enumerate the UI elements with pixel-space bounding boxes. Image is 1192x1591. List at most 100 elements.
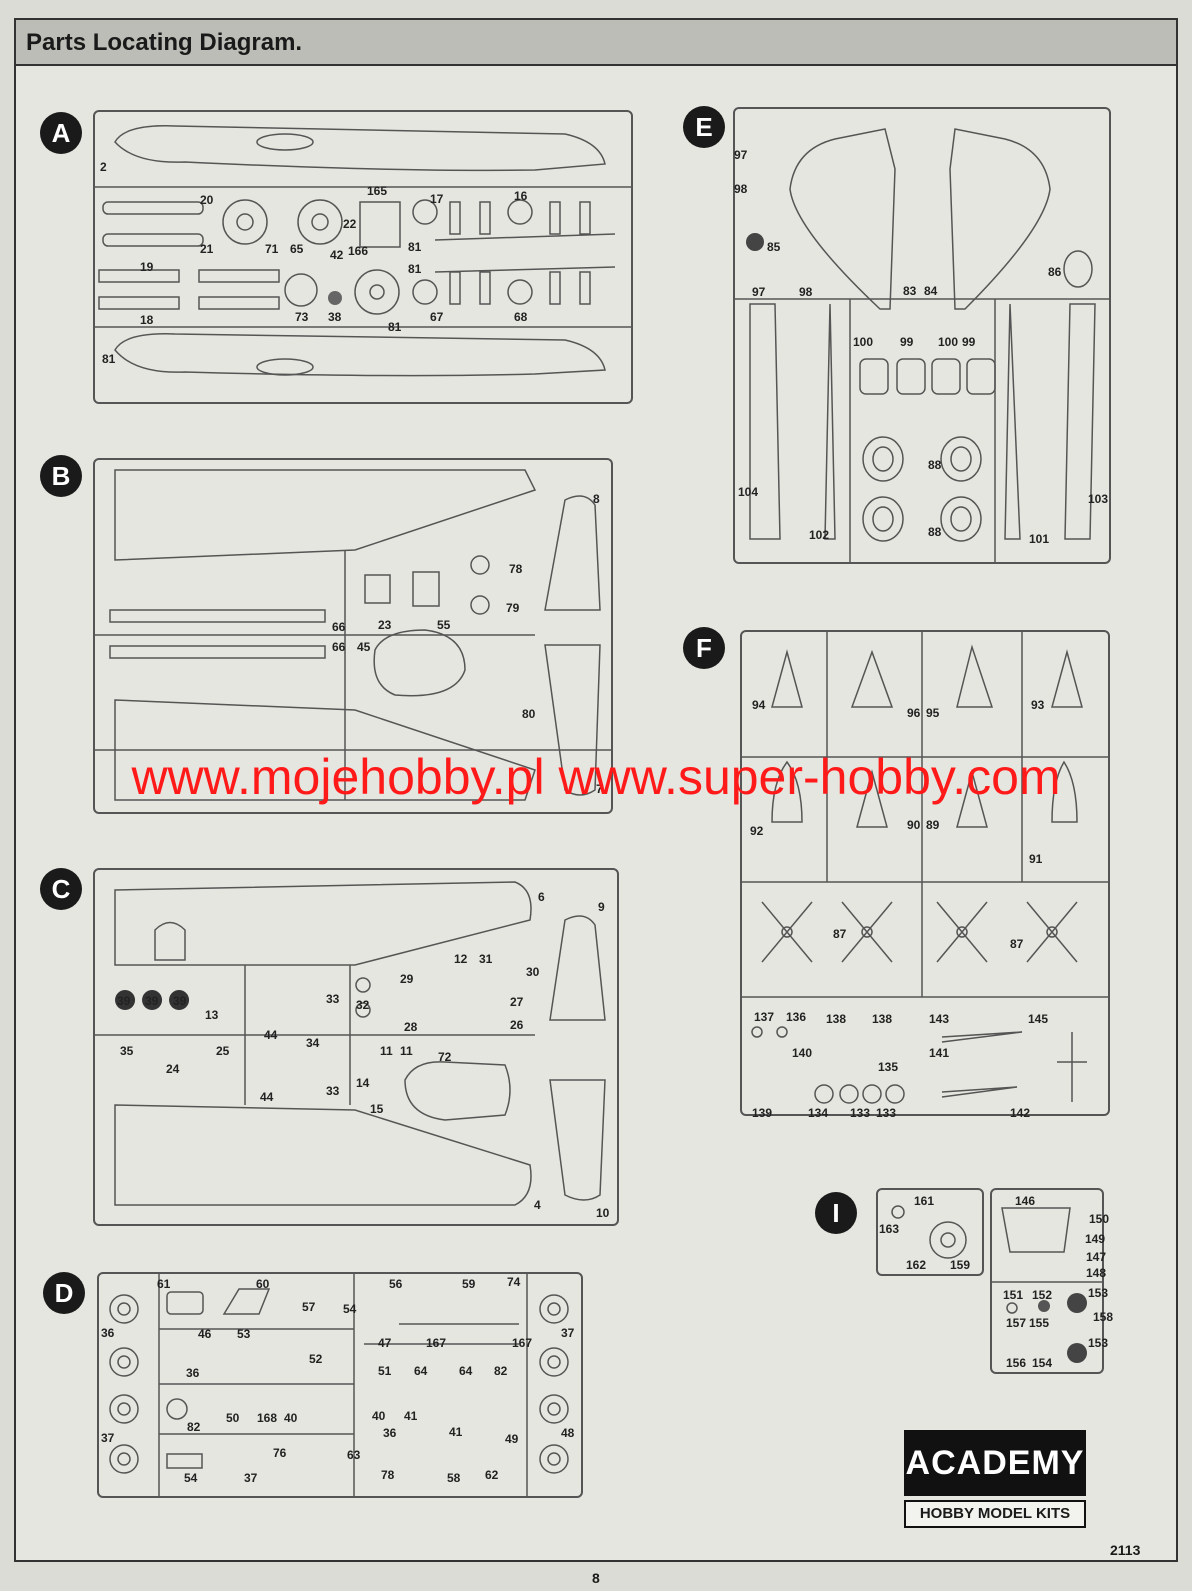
- part-number-d: 63: [347, 1448, 361, 1462]
- part-number-a: 17: [430, 192, 444, 206]
- sprue-letter-d: D: [43, 1272, 85, 1314]
- part-number-a: 81: [408, 240, 422, 254]
- part-number-d: 168: [257, 1411, 278, 1425]
- part-number-i: 158: [1093, 1310, 1114, 1324]
- part-number-i: 162: [906, 1258, 927, 1272]
- part-number-d: 59: [462, 1277, 476, 1291]
- sprue-c-drawing: [95, 881, 606, 1206]
- part-number-d: 56: [389, 1277, 403, 1291]
- part-number-d: 51: [378, 1364, 392, 1378]
- part-number-b: 66: [332, 640, 346, 654]
- logo-brand: ACADEMY: [904, 1430, 1086, 1496]
- part-number-d: 50: [226, 1411, 240, 1425]
- part-number-d: 36: [101, 1326, 115, 1340]
- part-number-c: 15: [370, 1102, 384, 1116]
- part-number-d: 58: [447, 1471, 461, 1485]
- part-number-a: 2: [100, 160, 107, 174]
- part-number-e: 83: [903, 284, 917, 298]
- sprue-e-drawing: [735, 128, 1109, 562]
- part-number-d: 64: [414, 1364, 428, 1378]
- part-number-e: 97: [752, 285, 766, 299]
- part-number-c: 26: [510, 1018, 524, 1032]
- part-number-f: 134: [808, 1106, 829, 1120]
- part-number-d: 53: [237, 1327, 251, 1341]
- sprue-e-frame: [733, 107, 1111, 564]
- part-number-e: 86: [1048, 265, 1062, 279]
- part-number-d: 46: [198, 1327, 212, 1341]
- part-number-f: 94: [752, 698, 766, 712]
- part-number-c: 31: [479, 952, 493, 966]
- part-number-f: 87: [833, 927, 847, 941]
- part-number-c: 39: [173, 994, 187, 1008]
- part-number-f: 92: [750, 824, 764, 838]
- part-number-a: 71: [265, 242, 279, 256]
- sprue-letter-c: C: [40, 868, 82, 910]
- part-number-a: 65: [290, 242, 304, 256]
- logo-subtitle: HOBBY MODEL KITS: [904, 1500, 1086, 1528]
- part-number-i: 152: [1032, 1288, 1053, 1302]
- part-number-e: 99: [900, 335, 914, 349]
- part-number-f: 143: [929, 1012, 950, 1026]
- part-number-d: 37: [101, 1431, 115, 1445]
- part-number-f: 87: [1010, 937, 1024, 951]
- part-number-d: 64: [459, 1364, 473, 1378]
- part-number-a: 81: [408, 262, 422, 276]
- part-number-f: 142: [1010, 1106, 1031, 1120]
- sprue-i-small-frame: [876, 1188, 984, 1276]
- part-number-d: 167: [426, 1336, 447, 1350]
- part-number-f: 138: [872, 1012, 893, 1026]
- part-number-f: 136: [786, 1010, 807, 1024]
- part-number-b: 66: [332, 620, 346, 634]
- part-number-i: 163: [879, 1222, 900, 1236]
- part-number-d: 40: [284, 1411, 298, 1425]
- part-number-e: 103: [1088, 492, 1109, 506]
- part-number-c: 12: [454, 952, 468, 966]
- part-number-e: 101: [1029, 532, 1050, 546]
- part-number-i: 154: [1032, 1356, 1053, 1370]
- part-number-i: 148: [1086, 1266, 1107, 1280]
- part-number-a: 166: [348, 244, 369, 258]
- part-number-a: 16: [514, 189, 528, 203]
- part-number-e: 100: [938, 335, 959, 349]
- part-number-e: 104: [738, 485, 759, 499]
- part-number-c: 34: [306, 1036, 320, 1050]
- part-number-c: 30: [526, 965, 540, 979]
- part-number-a: 22: [343, 217, 357, 231]
- part-number-d: 37: [561, 1326, 575, 1340]
- part-number-c: 44: [260, 1090, 274, 1104]
- sprue-a-drawing: [95, 125, 631, 377]
- part-number-c: 29: [400, 972, 414, 986]
- sprue-i-small-drawing: [891, 1205, 967, 1259]
- part-number-c: 10: [596, 1206, 610, 1220]
- part-number-f: 89: [926, 818, 940, 832]
- part-number-a: 68: [514, 310, 528, 324]
- part-number-i: 155: [1029, 1316, 1050, 1330]
- part-number-i: 146: [1015, 1194, 1036, 1208]
- part-number-c: 25: [216, 1044, 230, 1058]
- part-number-d: 78: [381, 1468, 395, 1482]
- part-number-i: 153: [1088, 1286, 1109, 1300]
- part-number-f: 96: [907, 706, 921, 720]
- part-number-f: 139: [752, 1106, 773, 1120]
- part-number-e: 88: [928, 458, 942, 472]
- part-number-i: 161: [914, 1194, 935, 1208]
- sprue-letter-e: E: [683, 106, 725, 148]
- part-number-d: 82: [187, 1420, 201, 1434]
- part-number-d: 40: [372, 1409, 386, 1423]
- instruction-sheet: Parts Locating Diagram.: [14, 18, 1178, 1562]
- part-number-e: 98: [799, 285, 813, 299]
- part-number-d: 48: [561, 1426, 575, 1440]
- sprue-d-drawing: [109, 1274, 569, 1496]
- sprue-f-frame: [740, 630, 1110, 1116]
- sprue-letter-b: B: [40, 455, 82, 497]
- part-number-c: 27: [510, 995, 524, 1009]
- part-number-e: 98: [734, 182, 748, 196]
- part-number-f: 140: [792, 1046, 813, 1060]
- part-number-e: 84: [924, 284, 938, 298]
- part-number-b: 80: [522, 707, 536, 721]
- part-number-e: 102: [809, 528, 830, 542]
- part-number-i: 150: [1089, 1212, 1110, 1226]
- part-number-b: 7: [596, 782, 603, 796]
- part-number-a: 165: [367, 184, 388, 198]
- sprue-i-large-drawing: [992, 1207, 1102, 1363]
